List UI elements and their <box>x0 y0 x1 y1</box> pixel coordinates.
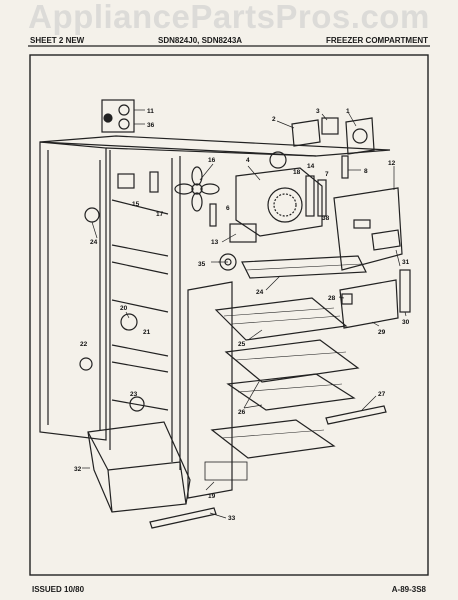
vent-grille <box>204 461 248 481</box>
spacer-part-8 <box>341 155 349 179</box>
control-bracket <box>101 99 135 133</box>
trim-strip-27 <box>325 405 387 425</box>
duct-14 <box>305 175 315 217</box>
top-shelf <box>241 255 367 279</box>
callout-20: 20 <box>120 305 128 312</box>
callout-17: 17 <box>156 211 164 218</box>
shelf-26 <box>226 373 356 411</box>
callout-16: 16 <box>208 157 216 164</box>
callout-38: 38 <box>322 215 330 222</box>
callout-3: 3 <box>316 108 320 115</box>
header-model-numbers: SDN824J0, SDN8243A <box>158 36 243 45</box>
callout-12: 12 <box>388 160 396 167</box>
callout-26: 26 <box>238 409 246 416</box>
callout-30: 30 <box>402 319 410 326</box>
thermostat-15 <box>117 173 135 189</box>
callout-23: 23 <box>130 391 138 398</box>
callout-25: 25 <box>238 341 246 348</box>
spacer-part-6 <box>209 203 217 227</box>
shelf-bottom <box>210 419 336 459</box>
callout-1: 1 <box>346 108 350 115</box>
callout-31: 31 <box>402 259 410 266</box>
callout-15: 15 <box>132 201 140 208</box>
callout-28: 28 <box>328 295 336 302</box>
part-23 <box>129 396 145 412</box>
bracket-28 <box>341 293 353 305</box>
header-section-title: FREEZER COMPARTMENT <box>326 36 429 45</box>
callout-21: 21 <box>143 329 151 336</box>
callout-14: 14 <box>307 163 315 170</box>
callout-36: 36 <box>147 122 155 129</box>
callout-6: 6 <box>226 205 230 212</box>
duct-7 <box>317 179 327 217</box>
light-cover-20 <box>120 313 138 331</box>
callout-24-left: 24 <box>90 239 98 246</box>
ice-bin <box>87 421 191 513</box>
light-socket-24 <box>84 207 100 223</box>
bracket-part-3 <box>321 117 339 135</box>
callout-4: 4 <box>246 157 250 164</box>
fan-blade <box>174 166 220 212</box>
shelf-25 <box>214 297 348 341</box>
callout-22: 22 <box>80 341 88 348</box>
callout-7: 7 <box>325 171 329 178</box>
leader-lines <box>82 109 407 519</box>
bracket-part-2 <box>291 119 321 147</box>
cabinet <box>39 135 391 470</box>
callout-11: 11 <box>147 108 154 115</box>
callout-29: 29 <box>378 329 386 336</box>
rear-panel <box>187 281 233 499</box>
thermostat-clip-17 <box>149 171 159 193</box>
diagram-frame <box>29 54 429 576</box>
damper-housing <box>345 117 375 155</box>
bracket-30 <box>399 269 411 313</box>
callout-32: 32 <box>74 466 82 473</box>
footer-issue-date: ISSUED 10/80 <box>32 585 85 594</box>
callout-24-shelf: 24 <box>256 289 264 296</box>
hinge-part-22 <box>79 357 93 371</box>
callout-27: 27 <box>378 391 386 398</box>
callout-18: 18 <box>293 169 301 176</box>
callout-13: 13 <box>211 239 219 246</box>
callout-8: 8 <box>364 168 368 175</box>
callout-33: 33 <box>228 515 236 522</box>
callout-35: 35 <box>198 261 206 268</box>
crisper-pan-29 <box>339 279 399 329</box>
footer-page-code: A-89-3S8 <box>391 585 426 594</box>
callout-2: 2 <box>272 116 276 123</box>
evaporator-cover <box>333 187 403 271</box>
kick-plate-33 <box>149 507 217 529</box>
shelf-middle <box>224 339 360 383</box>
callout-19: 19 <box>208 493 216 500</box>
header-sheet-label: SHEET 2 NEW <box>30 36 85 45</box>
